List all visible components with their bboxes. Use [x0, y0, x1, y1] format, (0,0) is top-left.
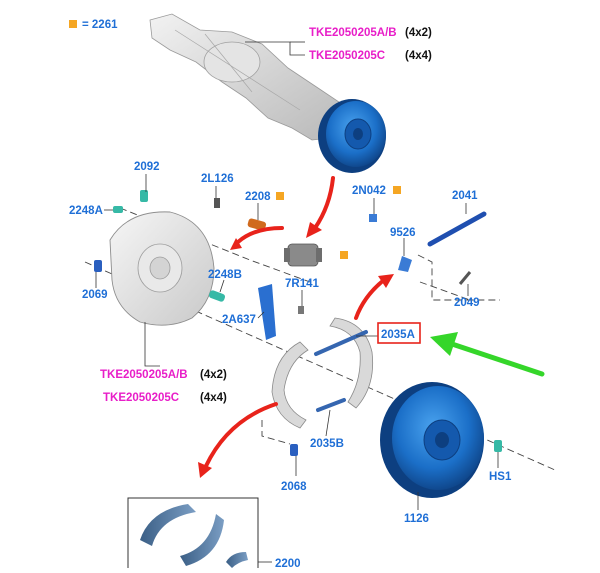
svg-text:TKE2050205C: TKE2050205C — [309, 50, 385, 62]
legend: = 2261 — [69, 19, 118, 31]
pin-7R141 — [298, 306, 304, 314]
axle-ref-1: TKE2050205A/B (4x2) — [309, 27, 432, 39]
lever-2A637 — [258, 284, 276, 340]
svg-text:TKE2050205A/B: TKE2050205A/B — [309, 27, 397, 39]
red-arrow-axle-to-cylinder — [306, 176, 335, 238]
label-1126: 1126 — [404, 513, 429, 525]
wheel-cylinder — [284, 243, 348, 267]
label-2035A: 2035A — [381, 329, 415, 341]
svg-text:(4x4): (4x4) — [200, 392, 227, 404]
red-arrow-shoe-to-kit — [198, 402, 278, 478]
axle-housing — [149, 13, 343, 141]
red-arrow-shoe-to-lever — [354, 274, 394, 320]
label-2069: 2069 — [82, 289, 108, 301]
pin-2068 — [290, 444, 298, 456]
svg-text:TKE2050205A/B: TKE2050205A/B — [100, 369, 188, 381]
legend-text: = 2261 — [82, 19, 118, 31]
adjuster-2208 — [247, 218, 267, 231]
label-2N042: 2N042 — [352, 185, 386, 197]
green-arrow — [430, 332, 545, 377]
label-2248A: 2248A — [69, 205, 103, 217]
marker-2208 — [276, 192, 284, 200]
label-7R141: 7R141 — [285, 278, 319, 290]
brake-drum-1126 — [380, 382, 484, 498]
label-2208: 2208 — [245, 191, 271, 203]
sensor-2L126 — [214, 198, 220, 208]
axle-ref-2: TKE2050205C (4x4) — [309, 50, 432, 62]
label-2200: 2200 — [275, 558, 301, 568]
cable-end-2069 — [94, 260, 102, 272]
label-2248B: 2248B — [208, 269, 242, 281]
label-2092: 2092 — [134, 161, 160, 173]
plate-ref-1: TKE2050205A/B (4x2) — [100, 369, 227, 381]
label-2035B: 2035B — [310, 438, 344, 450]
clip-2248A — [113, 206, 123, 213]
legend-marker — [69, 20, 77, 28]
label-HS1: HS1 — [489, 471, 512, 483]
label-2049: 2049 — [454, 297, 480, 309]
highlight-box-2035A — [377, 322, 421, 344]
axle-drum — [318, 99, 386, 173]
svg-text:(4x2): (4x2) — [405, 27, 432, 39]
clip-2248B — [208, 290, 226, 302]
label-2041: 2041 — [452, 190, 478, 202]
clip-2N042 — [369, 186, 401, 222]
red-arrow-cylinder-to-plate — [230, 226, 284, 250]
backing-plate — [109, 211, 215, 326]
spring-2049 — [458, 271, 472, 285]
wheel-stud-HS1 — [494, 440, 502, 452]
plate-ref-2: TKE2050205C (4x4) — [103, 392, 227, 404]
parking-cable-2041 — [427, 211, 487, 247]
adjuster-strut-2035B — [316, 398, 346, 412]
svg-text:(4x4): (4x4) — [405, 50, 432, 62]
svg-text:(4x2): (4x2) — [200, 369, 227, 381]
brake-shoe-front — [271, 341, 309, 429]
bleed-screw-2092 — [140, 190, 148, 202]
label-2068: 2068 — [281, 481, 307, 493]
shoe-kit-2200 — [127, 497, 259, 568]
svg-text:TKE2050205C: TKE2050205C — [103, 392, 179, 404]
label-2A637: 2A637 — [222, 314, 256, 326]
label-9526: 9526 — [390, 227, 416, 239]
label-2L126: 2L126 — [201, 173, 234, 185]
lever-9526 — [398, 256, 412, 272]
